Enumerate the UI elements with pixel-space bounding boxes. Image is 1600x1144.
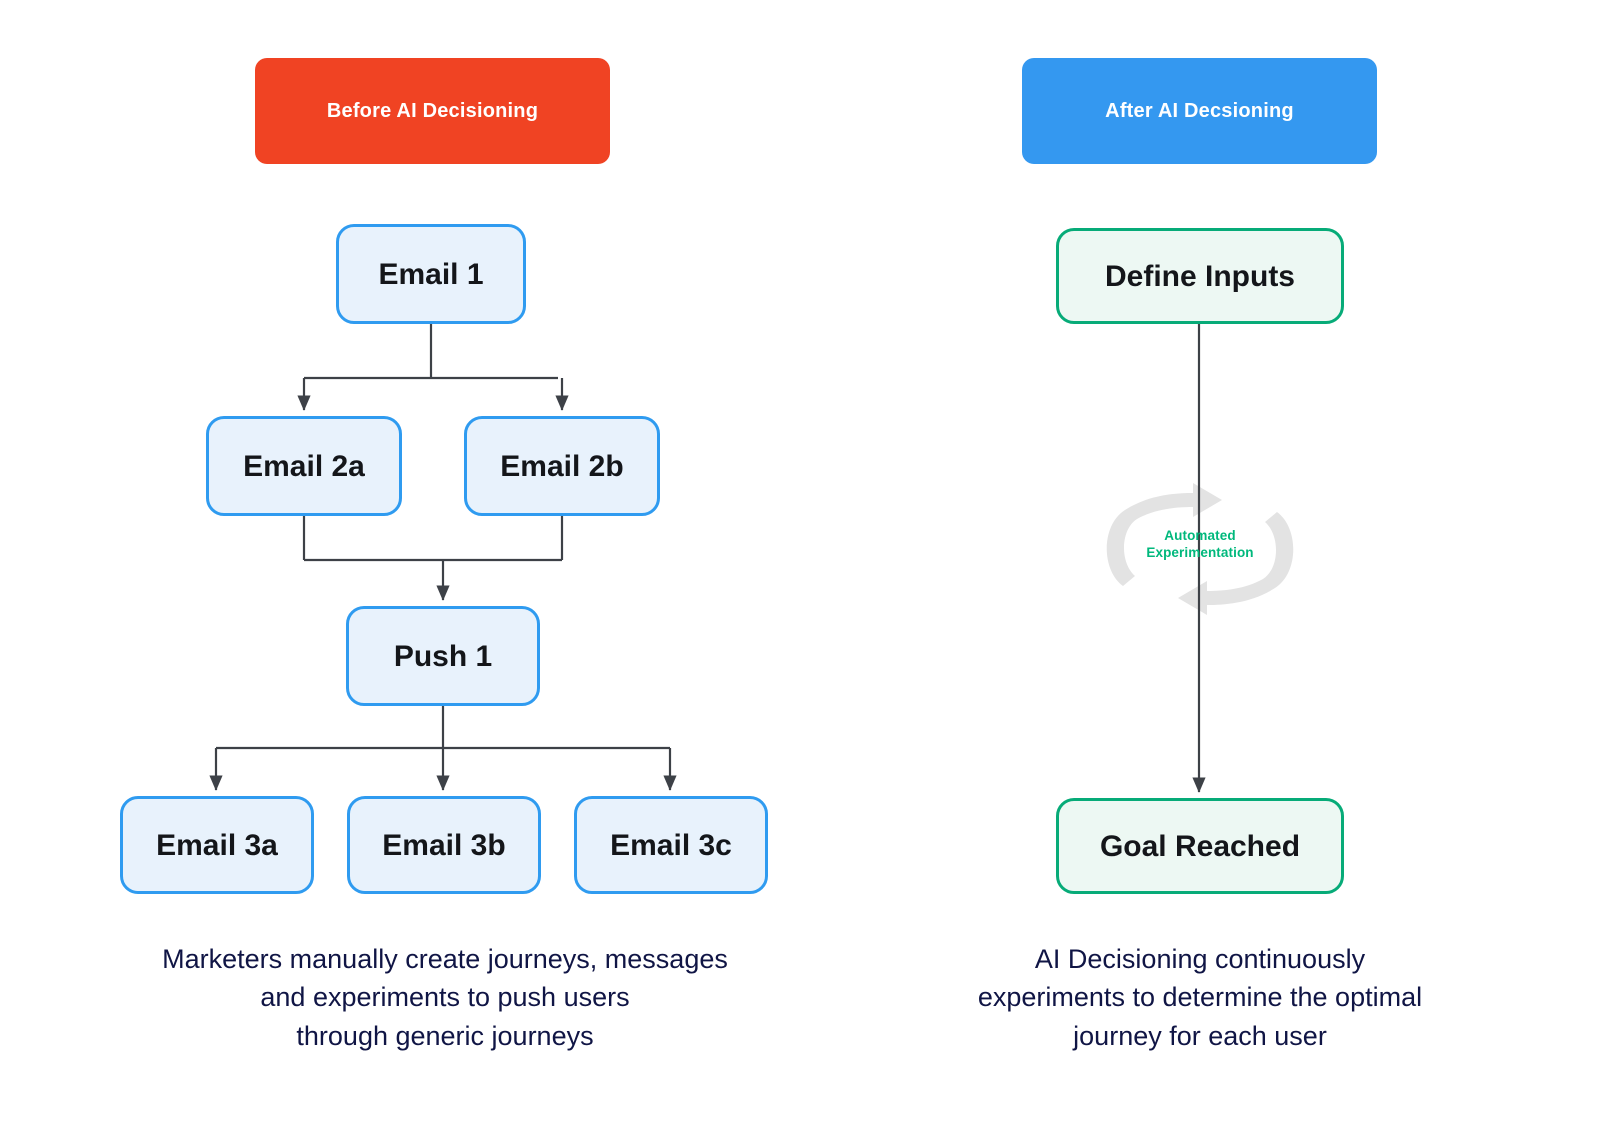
node-goal-reached[interactable]: Goal Reached — [1056, 798, 1344, 894]
loop-label-line-1: Automated — [1164, 528, 1236, 543]
caption-after-line-1: AI Decisioning continuously — [1034, 944, 1366, 974]
node-email-1[interactable]: Email 1 — [336, 224, 526, 324]
caption-before-line-1: Marketers manually create journeys, mess… — [162, 944, 728, 974]
caption-after-line-2: experiments to determine the optimal — [977, 982, 1423, 1013]
caption-before: Marketers manually create journeys, mess… — [60, 940, 830, 1055]
caption-after: AI Decisioning continuously experiments … — [870, 940, 1530, 1055]
header-pill-after: After AI Decsioning — [1022, 58, 1377, 164]
caption-before-line-3: through generic journeys — [296, 1020, 594, 1051]
automated-experimentation-label: Automated Experimentation — [1120, 528, 1280, 562]
header-pill-before: Before AI Decisioning — [255, 58, 610, 164]
loop-label-line-2: Experimentation — [1146, 544, 1254, 560]
node-email-2a[interactable]: Email 2a — [206, 416, 402, 516]
node-define-inputs[interactable]: Define Inputs — [1056, 228, 1344, 324]
node-email-3c[interactable]: Email 3c — [574, 796, 768, 894]
node-email-3b[interactable]: Email 3b — [347, 796, 541, 894]
caption-after-line-3: journey for each user — [1073, 1020, 1327, 1051]
node-email-3a[interactable]: Email 3a — [120, 796, 314, 894]
node-email-2b[interactable]: Email 2b — [464, 416, 660, 516]
node-push-1[interactable]: Push 1 — [346, 606, 540, 706]
caption-before-line-2: and experiments to push users — [260, 982, 630, 1013]
